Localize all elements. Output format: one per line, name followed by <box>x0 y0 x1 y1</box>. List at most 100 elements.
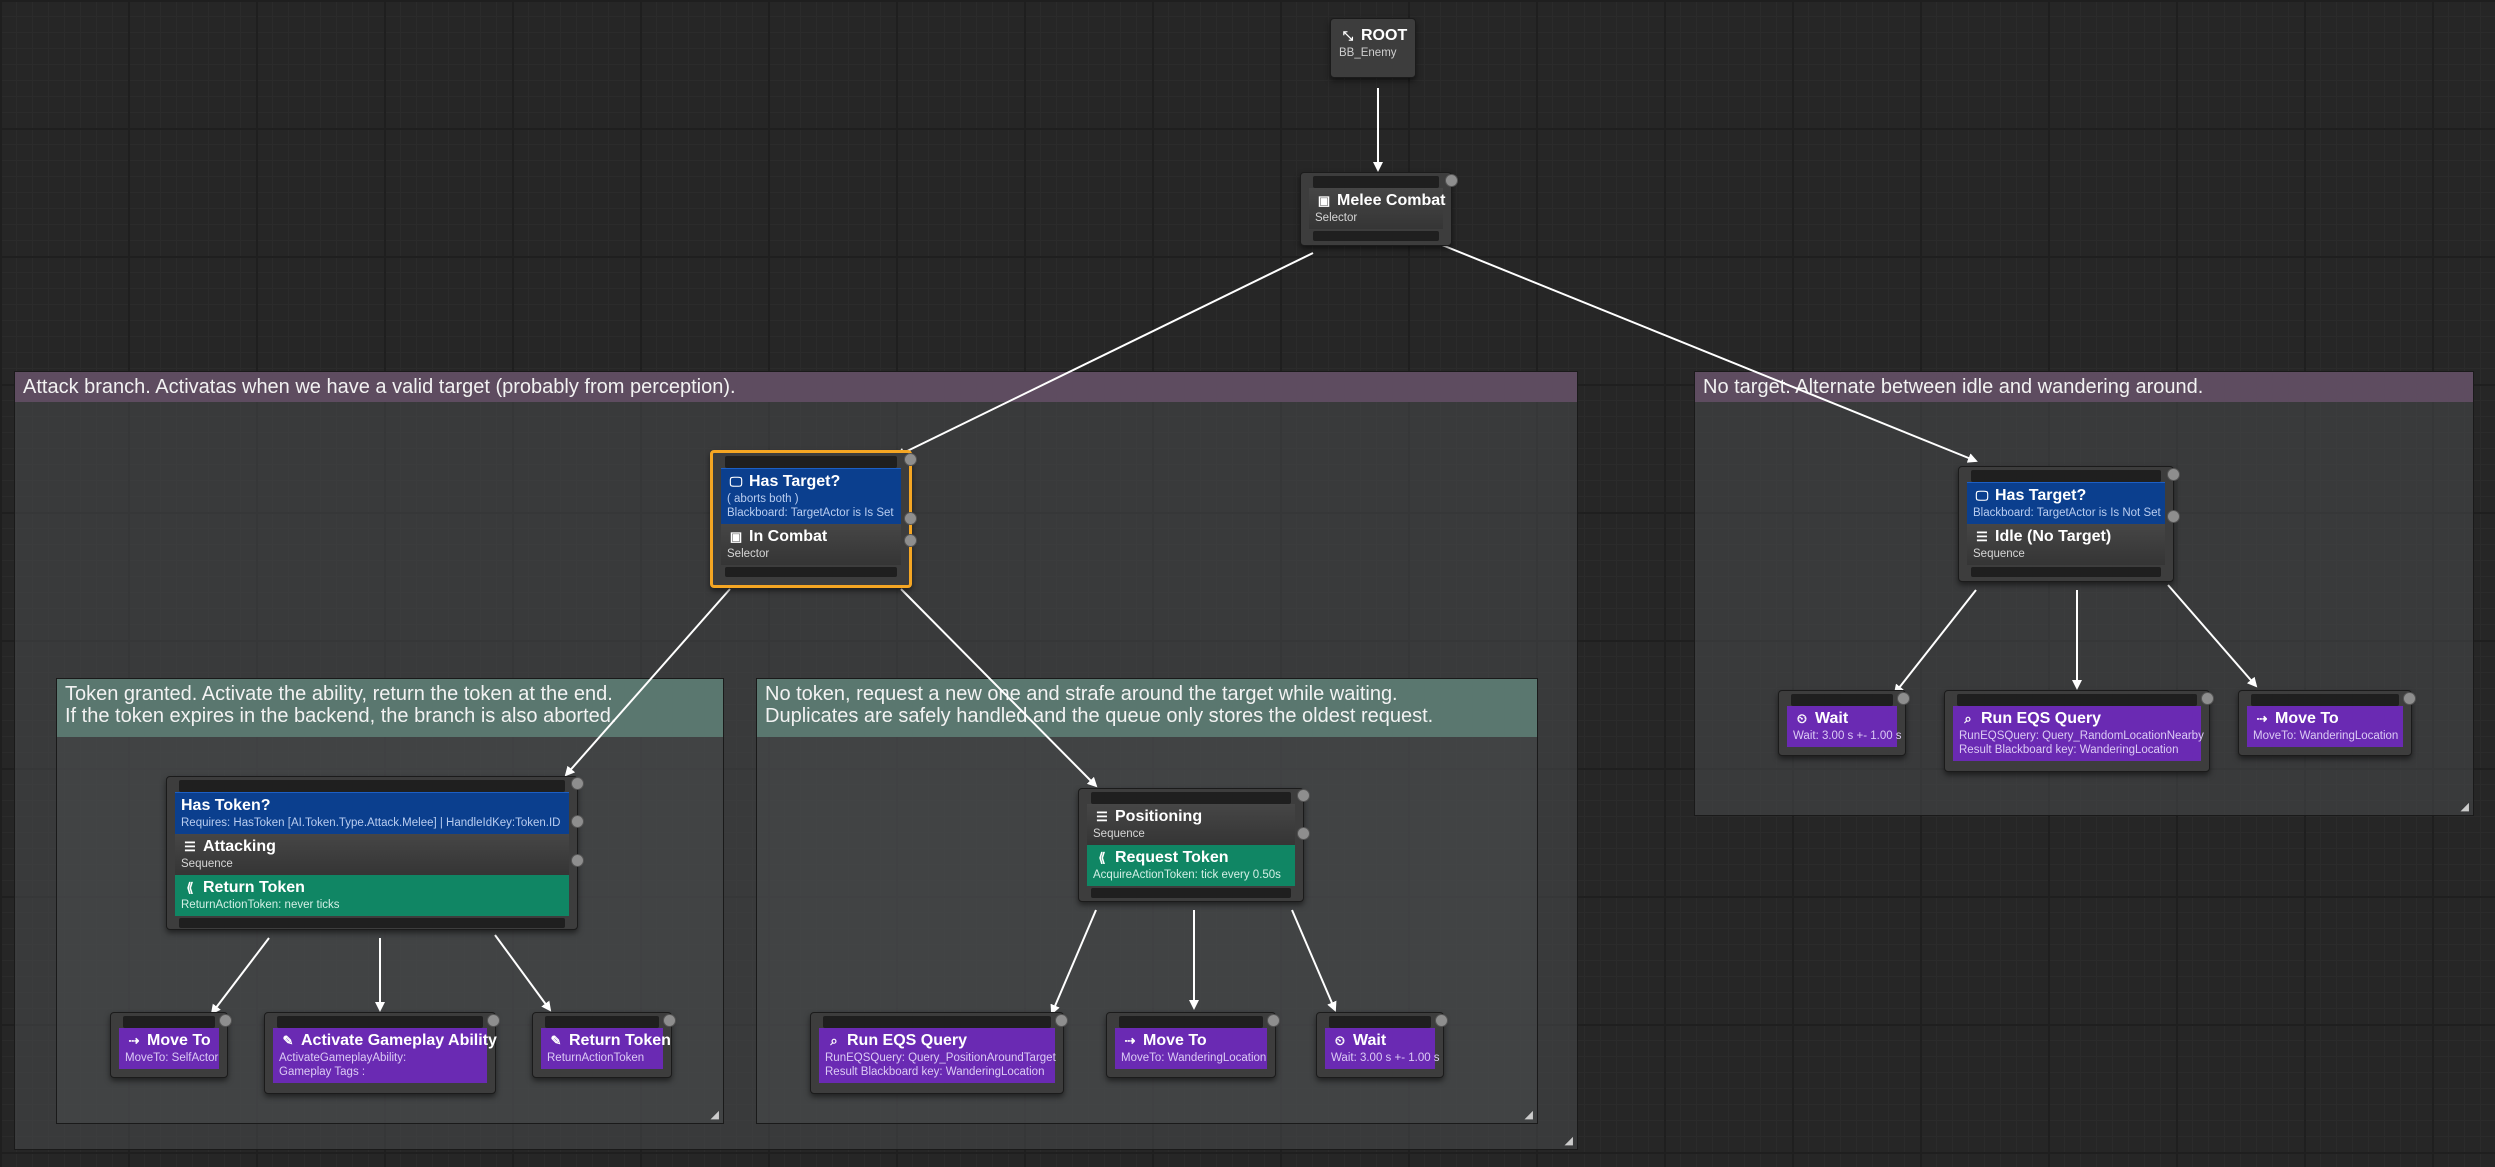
node-subtitle: Sequence <box>1973 548 2025 560</box>
wire-attacking-return <box>494 934 552 1012</box>
input-pin-bar[interactable] <box>1791 694 1893 706</box>
in-combat-node[interactable]: 🖵Has Target? ( aborts both ) Blackboard:… <box>710 450 917 588</box>
output-pin[interactable] <box>1897 692 1910 705</box>
output-pin[interactable] <box>219 1014 232 1027</box>
output-pin[interactable] <box>1445 174 1458 187</box>
node-title: Move To <box>1143 1032 1207 1049</box>
attacking-node[interactable]: Has Token? Requires: HasToken [AI.Token.… <box>166 776 584 930</box>
input-pin-bar[interactable] <box>2251 694 2399 706</box>
node-subtitle: Sequence <box>181 858 233 870</box>
wait-task-node[interactable]: ⏲Wait Wait: 3.00 s +- 1.00 s <box>1316 1012 1448 1078</box>
output-pin[interactable] <box>2167 468 2180 481</box>
input-pin-bar[interactable] <box>1119 1016 1263 1028</box>
move-to-task-node[interactable]: ⇢Move To MoveTo: SelfActor <box>110 1012 232 1078</box>
task-info: Result Blackboard key: WanderingLocation <box>825 1066 1045 1078</box>
idle-no-target-node[interactable]: 🖵Has Target? Blackboard: TargetActor is … <box>1958 466 2180 582</box>
run-eqs-query-node[interactable]: ⌕Run EQS Query RunEQSQuery: Query_Random… <box>1944 690 2214 772</box>
output-pin-bar[interactable] <box>1091 888 1291 898</box>
positioning-node[interactable]: ☰ Positioning Sequence ⟪Request Token Acq… <box>1078 788 1310 902</box>
run-eqs-query-node[interactable]: ⌕Run EQS Query RunEQSQuery: Query_Positi… <box>810 1012 1068 1094</box>
input-pin-bar[interactable] <box>1313 176 1439 188</box>
gameplay-ability-icon: ✎ <box>282 1033 294 1048</box>
node-title: Run EQS Query <box>847 1032 968 1049</box>
resize-grip-icon[interactable]: ◢ <box>2460 801 2469 813</box>
output-pin-bar[interactable] <box>1313 231 1439 241</box>
output-pin-bar[interactable] <box>725 567 897 577</box>
node-pin[interactable] <box>904 534 917 547</box>
output-pin[interactable] <box>2403 692 2416 705</box>
output-pin[interactable] <box>1267 1014 1280 1027</box>
decorator-pin[interactable] <box>904 512 917 525</box>
move-to-icon: ⇢ <box>1124 1033 1136 1048</box>
node-subtitle: Selector <box>1315 212 1358 224</box>
input-pin-bar[interactable] <box>823 1016 1051 1028</box>
comment-title: Token granted. Activate the ability, ret… <box>57 679 723 737</box>
task-info: Wait: 3.00 s +- 1.00 s <box>1331 1052 1440 1064</box>
has-target-decorator[interactable]: 🖵Has Target? ( aborts both ) Blackboard:… <box>721 468 901 524</box>
resize-grip-icon[interactable]: ◢ <box>1524 1109 1533 1121</box>
input-pin-bar[interactable] <box>725 456 897 468</box>
node-title: Activate Gameplay Ability <box>301 1032 497 1049</box>
move-to-task-node[interactable]: ⇢Move To MoveTo: WanderingLocation <box>1106 1012 1280 1078</box>
input-pin-bar[interactable] <box>179 780 565 792</box>
wait-task-node[interactable]: ⏲Wait Wait: 3.00 s +- 1.00 s <box>1778 690 1910 756</box>
output-pin[interactable] <box>487 1014 500 1027</box>
sequence-icon: ☰ <box>1976 529 1988 544</box>
wait-icon: ⏲ <box>1334 1033 1346 1048</box>
output-pin-bar[interactable] <box>1971 567 2161 577</box>
output-pin[interactable] <box>1055 1014 1068 1027</box>
task-info: ActivateGameplayAbility: <box>279 1052 407 1064</box>
decorator-pin[interactable] <box>571 815 584 828</box>
task-info: RunEQSQuery: Query_RandomLocationNearby <box>1959 730 2204 742</box>
move-to-task-node[interactable]: ⇢Move To MoveTo: WanderingLocation <box>2238 690 2416 756</box>
resize-grip-icon[interactable]: ◢ <box>1564 1135 1573 1147</box>
melee-combat-node[interactable]: ▣Melee Combat Selector <box>1300 172 1458 246</box>
input-pin-bar[interactable] <box>123 1016 215 1028</box>
output-pin[interactable] <box>904 453 917 466</box>
task-info: ReturnActionToken <box>547 1052 645 1064</box>
decorator-title: Has Target? <box>749 473 841 490</box>
output-pin[interactable] <box>571 777 584 790</box>
input-pin-bar[interactable] <box>1091 792 1291 804</box>
return-token-service[interactable]: ⟪Return Token ReturnActionToken: never t… <box>175 875 569 916</box>
decorator-info: Blackboard: TargetActor is Is Not Set <box>1973 507 2161 519</box>
wire-incombat-attacking <box>564 588 731 777</box>
node-pin[interactable] <box>1297 827 1310 840</box>
output-pin[interactable] <box>2201 692 2214 705</box>
wire-melee-incombat <box>895 252 1314 457</box>
sequence-icon: ☰ <box>1096 809 1108 824</box>
decorator-info: Requires: HasToken [AI.Token.Type.Attack… <box>181 817 561 829</box>
output-pin-bar[interactable] <box>179 918 565 928</box>
eqs-query-icon: ⌕ <box>1964 711 1972 726</box>
service-title: Request Token <box>1115 849 1229 866</box>
comment-title: No token, request a new one and strafe a… <box>757 679 1537 737</box>
input-pin-bar[interactable] <box>1329 1016 1431 1028</box>
node-pin[interactable] <box>571 854 584 867</box>
task-info: MoveTo: WanderingLocation <box>2253 730 2399 742</box>
output-pin[interactable] <box>1297 789 1310 802</box>
has-token-decorator[interactable]: Has Token? Requires: HasToken [AI.Token.… <box>175 792 569 834</box>
node-subtitle: Sequence <box>1093 828 1145 840</box>
task-info: RunEQSQuery: Query_PositionAroundTarget <box>825 1052 1056 1064</box>
output-pin[interactable] <box>663 1014 676 1027</box>
request-token-service[interactable]: ⟪Request Token AcquireActionToken: tick … <box>1087 845 1295 886</box>
wire-positioning-eqs <box>1050 909 1097 1015</box>
has-target-decorator[interactable]: 🖵Has Target? Blackboard: TargetActor is … <box>1967 482 2165 524</box>
node-title: Idle (No Target) <box>1995 528 2112 545</box>
node-title: Positioning <box>1115 808 1203 825</box>
root-node[interactable]: ⤡ROOT BB_Enemy <box>1330 18 1416 78</box>
decorator-pin[interactable] <box>2167 510 2180 523</box>
resize-grip-icon[interactable]: ◢ <box>710 1109 719 1121</box>
input-pin-bar[interactable] <box>545 1016 659 1028</box>
input-pin-bar[interactable] <box>1971 470 2161 482</box>
decorator-title: Has Target? <box>1995 487 2087 504</box>
input-pin-bar[interactable] <box>1957 694 2197 706</box>
activate-gameplay-ability-node[interactable]: ✎ Activate Gameplay Ability ActivateGamep… <box>264 1012 500 1094</box>
wire-positioning-wait <box>1291 909 1337 1012</box>
node-subtitle: Selector <box>727 548 770 560</box>
token-service-icon: ⟪ <box>186 880 194 895</box>
return-token-task-node[interactable]: ✎Return Token ReturnActionToken <box>532 1012 676 1078</box>
input-pin-bar[interactable] <box>277 1016 483 1028</box>
output-pin[interactable] <box>1435 1014 1448 1027</box>
